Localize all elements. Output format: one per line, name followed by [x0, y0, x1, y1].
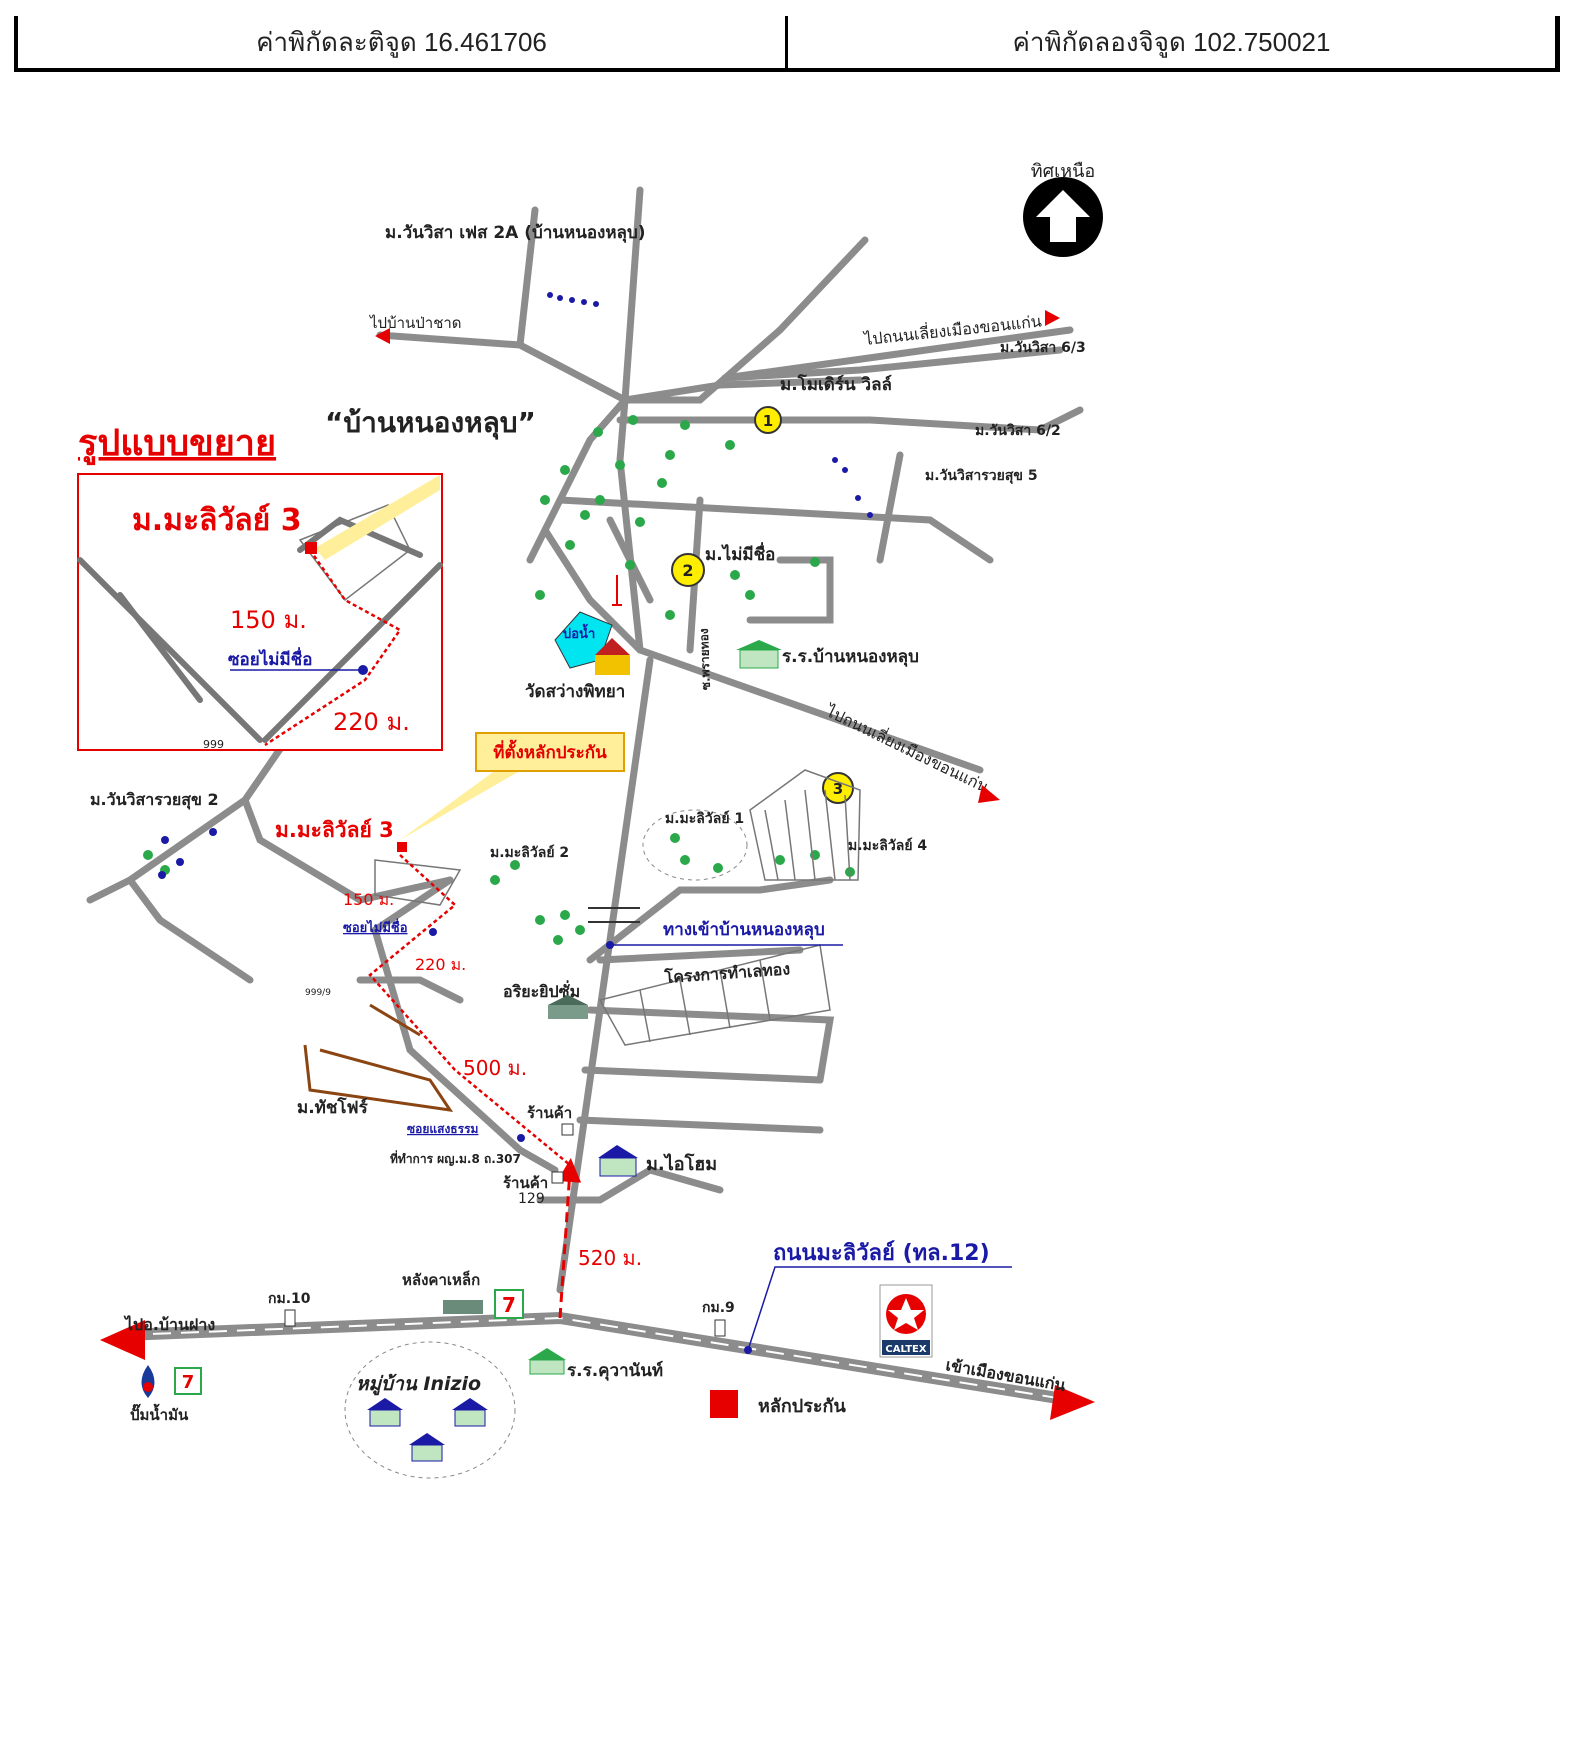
km9-post — [714, 1319, 726, 1337]
label-gold-project: โครงการทำเลทอง — [663, 958, 791, 987]
label-to-ban-fang: ไปอ.บ้านฝาง — [123, 1315, 215, 1334]
inset-dist-150: 150 ม. — [230, 606, 307, 634]
tower-icon — [612, 575, 622, 606]
label-malivan1: ม.มะลิวัลย์ 1 — [665, 810, 744, 827]
label-num-999-9: 999/9 — [305, 988, 331, 998]
label-collateral-site: ที่ตั้งหลักประกัน — [493, 739, 607, 763]
label-entrance: ทางเข้าบ้านหนองหลุบ — [663, 920, 825, 940]
label-soi-noname: ซอยไม่มีชื่อ — [343, 918, 408, 936]
latitude-label: ค่าพิกัดละติจูด 16.461706 — [256, 26, 547, 57]
inset-site-label: ม.มะลิวัลย์ 3 — [132, 503, 302, 538]
school-kurawanan-icon — [528, 1348, 566, 1375]
temple-icon — [595, 638, 630, 675]
label-wanwisa-63: ม.วันวิสา 6/3 — [1000, 340, 1086, 356]
label-modern-villa: ม.โมเดิร์น วิลล์ — [780, 374, 892, 395]
label-num-129: 129 — [518, 1191, 545, 1207]
inset-num-999: 999 — [203, 738, 224, 751]
km10-post — [284, 1309, 296, 1327]
school-icon — [736, 640, 782, 669]
seven-eleven-icon-2: 7 — [174, 1367, 202, 1395]
malivan-development-grid — [374, 769, 861, 1046]
label-dist-220: 220 ม. — [415, 955, 466, 974]
collateral-marker — [397, 842, 407, 852]
label-soi-saengtham: ซอยแสงธรรม — [407, 1122, 478, 1136]
label-steel-roof: หลังคาเหล็ก — [402, 1270, 480, 1289]
label-malivan4: ม.มะลิวัลย์ 4 — [848, 837, 927, 854]
svg-text:CALTEX: CALTEX — [885, 1344, 926, 1355]
label-to-ban-pachad: ไปบ้านป่าชาด — [369, 314, 462, 332]
label-tachphor: ม.ทัชโฟร์ — [297, 1097, 369, 1118]
svg-text:7: 7 — [502, 1293, 516, 1317]
label-inizio: หมู่บ้าน Inizio — [356, 1373, 481, 1396]
seven-eleven-icon: 7 — [494, 1289, 524, 1319]
label-wanwisa-62: ม.วันวิสา 6/2 — [975, 423, 1061, 439]
bridge-icon — [588, 907, 640, 923]
inset-dist-220: 220 ม. — [333, 708, 410, 736]
label-dist-520: 520 ม. — [578, 1246, 642, 1270]
arrow-bypass-top — [1045, 310, 1060, 326]
svg-text:7: 7 — [182, 1372, 195, 1393]
route-520 — [557, 1158, 582, 1319]
label-school-kurawanan: ร.ร.คุวานันท์ — [567, 1360, 663, 1381]
label-malivan2: ม.มะลิวัลย์ 2 — [490, 844, 569, 861]
svg-text:2: 2 — [682, 561, 693, 580]
steel-roof-icon — [443, 1300, 483, 1314]
collateral-callout-box — [475, 732, 625, 772]
label-km10: กม.10 — [268, 1291, 311, 1307]
tachphor-boundary — [303, 1044, 454, 1112]
svg-text:3: 3 — [833, 780, 843, 798]
road-name-point — [744, 1346, 752, 1354]
enlarged-inset — [77, 473, 443, 751]
marker-2-icon: 2 — [671, 553, 705, 587]
label-road-name: ถนนมะลิวัลย์ (ทล.12) — [773, 1240, 990, 1266]
soi-noname-point — [429, 928, 437, 936]
label-soi-praithong: ซ.พรายทอง — [697, 628, 713, 690]
caltex-logo: CALTEX — [879, 1284, 933, 1358]
route-path — [368, 854, 571, 1166]
inizio-houses-icon — [367, 1398, 488, 1462]
i-home-icon — [598, 1145, 638, 1177]
soi-saengtham-point — [517, 1134, 525, 1142]
north-label: ทิศเหนือ — [1031, 161, 1095, 182]
label-i-home: ม.ไอโฮม — [646, 1153, 717, 1175]
label-village-title: “บ้านหนองหลุบ” — [325, 406, 536, 440]
label-dist-150: 150 ม. — [343, 890, 394, 909]
label-gas-station: ปั๊มน้ำมัน — [130, 1403, 189, 1424]
tachphor-road — [369, 1003, 421, 1037]
label-shop1: ร้านค้า — [527, 1104, 572, 1122]
gas-station-icon — [141, 1365, 155, 1398]
label-school-nonglub: ร.ร.บ้านหนองหลุบ — [782, 647, 919, 667]
legend-collateral-swatch — [710, 1390, 738, 1418]
factory-icon — [548, 995, 588, 1019]
svg-text:1: 1 — [763, 412, 773, 430]
label-km9: กม.9 — [702, 1300, 735, 1316]
label-office: ที่ทำการ ผญ.ม.8 ถ.307 — [390, 1150, 521, 1166]
label-shop2: ร้านค้า — [503, 1174, 548, 1192]
arrow-bypass-right — [978, 785, 1000, 803]
shop1-icon — [561, 1123, 574, 1136]
inset-soi-label: ซอยไม่มีชื่อ — [228, 647, 312, 670]
longitude-label: ค่าพิกัดลองจิจูด 102.750021 — [785, 16, 1555, 68]
label-wanwisa-ruaysuk5: ม.วันวิสารวยสุข 5 — [925, 468, 1038, 484]
label-wanwisa-2a: ม.วันวิสา เฟส 2A (บ้านหนองหลุบ) — [385, 223, 646, 243]
shop2-icon — [551, 1171, 564, 1184]
label-pond: บ่อน้ำ — [563, 623, 595, 642]
north-arrow-icon — [1023, 177, 1103, 257]
enlarged-title: รูปแบบขยาย — [78, 423, 276, 466]
coordinate-bar: ค่าพิกัดละติจูด 16.461706 ค่าพิกัดลองจิจ… — [14, 16, 1560, 72]
marker-1-icon: 1 — [754, 406, 782, 434]
label-dist-500: 500 ม. — [463, 1056, 527, 1080]
inizio-circle — [344, 1341, 516, 1479]
road-name-leader — [747, 1266, 1012, 1351]
label-ariya-gypsum: อริยะยิปซั่ม — [503, 980, 580, 1001]
legend-collateral-label: หลักประกัน — [758, 1396, 846, 1417]
arrow-to-pachad — [375, 328, 390, 344]
label-wat: วัดสว่างพิทยา — [525, 682, 625, 702]
label-no-name-village: ม.ไม่มีชื่อ — [705, 542, 775, 565]
label-malivan3: ม.มะลิวัลย์ 3 — [275, 818, 394, 842]
malivan-1-circle — [642, 809, 748, 881]
blue-house-markers — [158, 292, 873, 879]
label-wanwisa-ruaysuk2: ม.วันวิสารวยสุข 2 — [90, 790, 219, 810]
